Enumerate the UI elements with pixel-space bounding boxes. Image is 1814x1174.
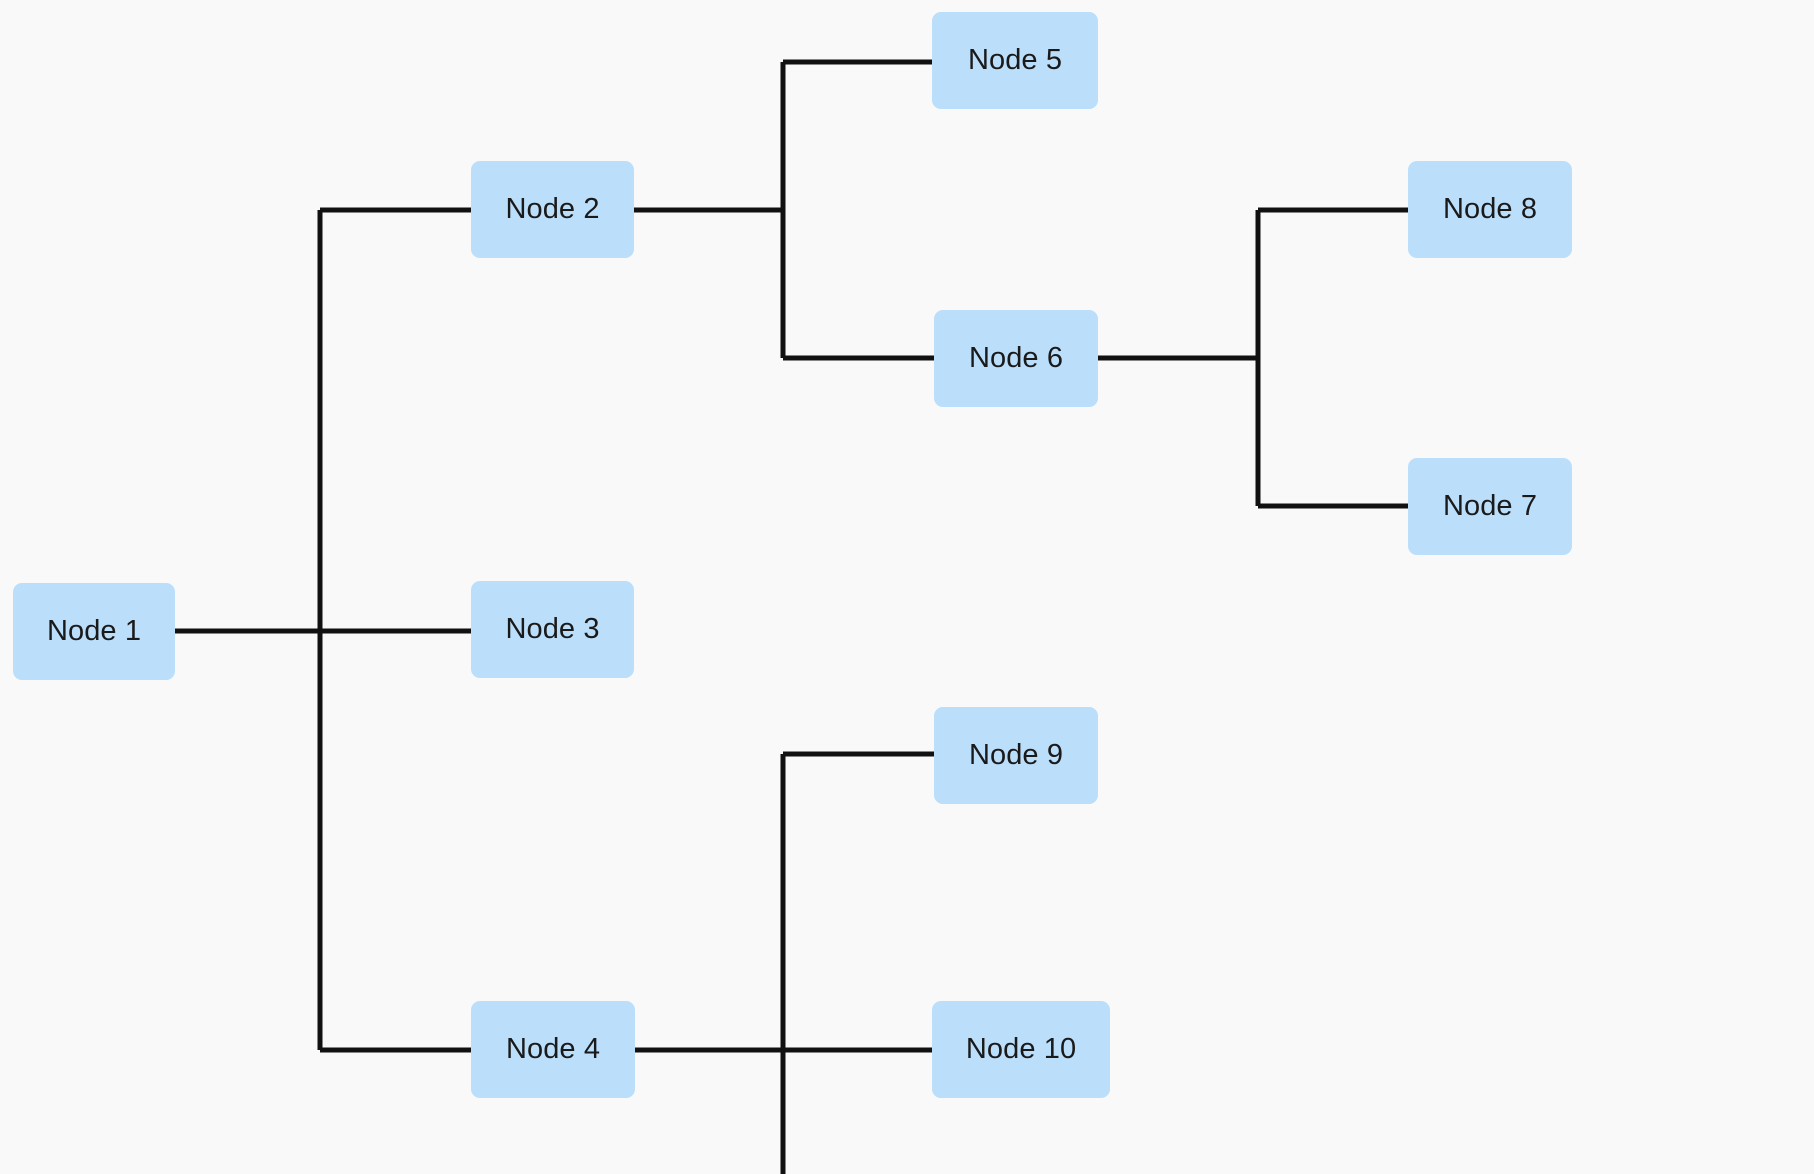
tree-node-node-2[interactable]: Node 2 — [471, 161, 634, 258]
tree-node-node-6[interactable]: Node 6 — [934, 310, 1098, 407]
tree-node-node-10[interactable]: Node 10 — [932, 1001, 1110, 1098]
tree-node-node-5[interactable]: Node 5 — [932, 12, 1098, 109]
tree-node-node-9[interactable]: Node 9 — [934, 707, 1098, 804]
tree-node-node-7[interactable]: Node 7 — [1408, 458, 1572, 555]
tree-node-node-8[interactable]: Node 8 — [1408, 161, 1572, 258]
tree-node-node-3[interactable]: Node 3 — [471, 581, 634, 678]
tree-node-node-1[interactable]: Node 1 — [13, 583, 175, 680]
tree-node-node-4[interactable]: Node 4 — [471, 1001, 635, 1098]
